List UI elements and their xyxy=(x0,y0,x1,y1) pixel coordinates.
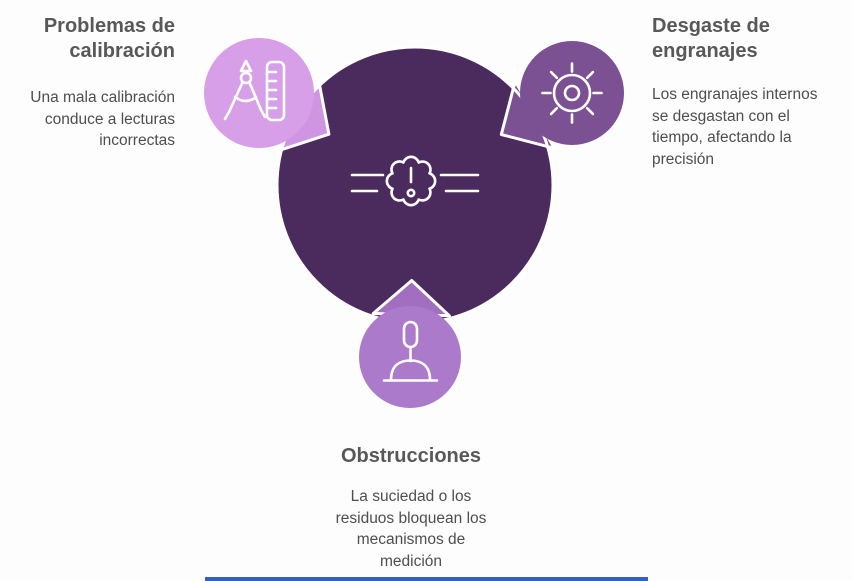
gears-title: Desgaste de engranajes xyxy=(652,15,770,62)
calibration-title: Problemas de calibración xyxy=(43,15,175,62)
gears-circle xyxy=(520,41,624,145)
plunger-icon xyxy=(382,320,439,382)
calibration-description: Una mala calibración conduce a lecturas … xyxy=(30,89,175,149)
obstruction-title: Obstrucciones xyxy=(340,445,482,467)
gear-wear-icon xyxy=(541,62,603,124)
calibration-circle xyxy=(204,38,314,148)
obstruction-text-block: Obstrucciones La suciedad o los residuos… xyxy=(296,444,526,572)
calibration-text-block: Problemas de calibración Una mala calibr… xyxy=(8,14,175,152)
alert-gear-icon xyxy=(350,155,480,207)
gears-description: Los engranajes internos se desgastan con… xyxy=(652,86,818,168)
obstruction-description: La suciedad o los residuos bloquean los … xyxy=(335,488,487,570)
main-circle xyxy=(277,47,553,323)
gears-text-block: Desgaste de engranajes Los engranajes in… xyxy=(652,14,840,170)
bottom-accent-line xyxy=(205,577,648,581)
compass-ruler-icon xyxy=(223,59,286,122)
